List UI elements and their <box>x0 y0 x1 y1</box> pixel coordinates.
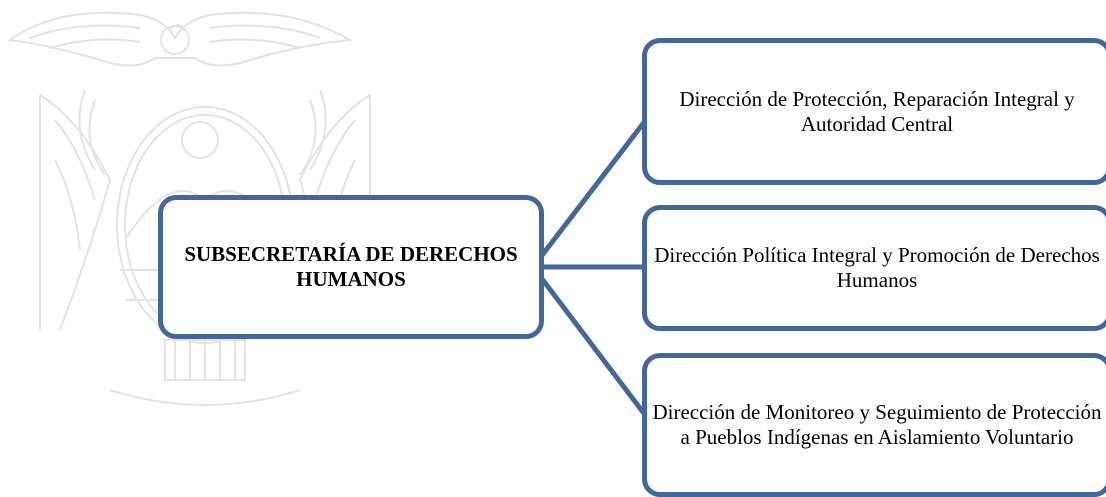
connector-to-child-1 <box>531 110 654 269</box>
child-node-label: Dirección de Protección, Reparación Inte… <box>679 86 1075 136</box>
child-node-proteccion: Dirección de Protección, Reparación Inte… <box>642 38 1106 185</box>
root-node-subsecretaria: SUBSECRETARÍA DE DERECHOS HUMANOS <box>158 195 544 339</box>
root-node-label: SUBSECRETARÍA DE DERECHOS HUMANOS <box>184 242 518 291</box>
child-node-label: Dirección Política Integral y Promoción … <box>654 243 1100 292</box>
child-node-monitoreo: Dirección de Monitoreo y Seguimiento de … <box>642 353 1106 497</box>
child-node-label: Dirección de Monitoreo y Seguimiento de … <box>652 400 1102 449</box>
connector-to-child-3 <box>531 265 654 426</box>
child-node-politica-integral: Dirección Política Integral y Promoción … <box>642 205 1106 331</box>
